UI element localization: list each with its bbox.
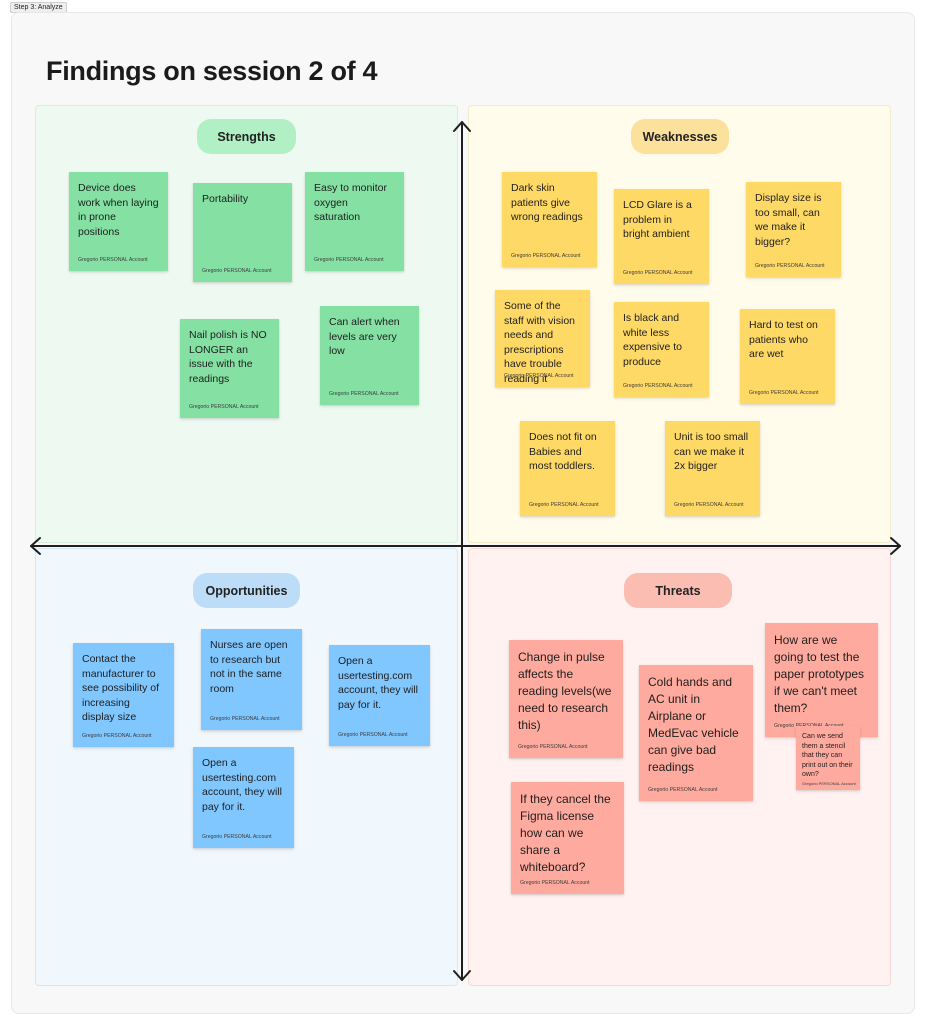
sticky-note[interactable]: Open a usertesting.com account, they wil…	[193, 747, 294, 848]
note-text: Unit is too small can we make it 2x bigg…	[674, 431, 749, 473]
note-author: Gregorio PERSONAL Account	[623, 270, 693, 276]
sticky-note[interactable]: Portability Gregorio PERSONAL Account	[193, 183, 292, 282]
note-author: Gregorio PERSONAL Account	[749, 390, 819, 396]
sticky-note[interactable]: Nail polish is NO LONGER an issue with t…	[180, 319, 279, 418]
note-text: Cold hands and AC unit in Airplane or Me…	[648, 675, 739, 774]
sticky-note[interactable]: Change in pulse affects the reading leve…	[509, 640, 623, 758]
note-author: Gregorio PERSONAL Account	[802, 781, 856, 786]
sticky-note[interactable]: How are we going to test the paper proto…	[765, 623, 878, 737]
note-text: Nurses are open to research but not in t…	[210, 639, 288, 695]
sticky-note[interactable]: If they cancel the Figma license how can…	[511, 782, 624, 894]
note-text: Dark skin patients give wrong readings	[511, 182, 583, 224]
note-author: Gregorio PERSONAL Account	[82, 733, 152, 739]
sticky-note[interactable]: Contact the manufacturer to see possibil…	[73, 643, 174, 747]
sticky-note[interactable]: Does not fit on Babies and most toddlers…	[520, 421, 615, 516]
note-author: Gregorio PERSONAL Account	[674, 502, 744, 508]
note-author: Gregorio PERSONAL Account	[520, 880, 590, 886]
note-text: If they cancel the Figma license how can…	[520, 792, 611, 874]
sticky-note[interactable]: Unit is too small can we make it 2x bigg…	[665, 421, 760, 516]
note-text: Is black and white less expensive to pro…	[623, 312, 682, 368]
sticky-note[interactable]: Is black and white less expensive to pro…	[614, 302, 709, 397]
note-text: Change in pulse affects the reading leve…	[518, 650, 612, 732]
note-text: LCD Glare is a problem in bright ambient	[623, 199, 692, 241]
sticky-note[interactable]: Can we send them a stencil that they can…	[796, 726, 860, 790]
note-author: Gregorio PERSONAL Account	[189, 404, 259, 410]
note-author: Gregorio PERSONAL Account	[78, 257, 148, 263]
note-author: Gregorio PERSONAL Account	[648, 787, 718, 793]
note-text: Open a usertesting.com account, they wil…	[202, 757, 282, 813]
note-author: Gregorio PERSONAL Account	[202, 834, 272, 840]
note-text: Device does work when laying in prone po…	[78, 182, 159, 238]
note-text: Hard to test on patients who are wet	[749, 319, 818, 361]
note-text: Portability	[202, 193, 249, 205]
note-author: Gregorio PERSONAL Account	[202, 268, 272, 274]
sticky-note[interactable]: Some of the staff with vision needs and …	[495, 290, 590, 387]
opportunities-header[interactable]: Opportunities	[193, 573, 300, 608]
note-author: Gregorio PERSONAL Account	[623, 383, 693, 389]
note-text: Some of the staff with vision needs and …	[504, 300, 576, 385]
note-text: Nail polish is NO LONGER an issue with t…	[189, 329, 267, 385]
note-text: Easy to monitor oxygen saturation	[314, 182, 387, 224]
note-text: How are we going to test the paper proto…	[774, 633, 865, 715]
note-author: Gregorio PERSONAL Account	[314, 257, 384, 263]
note-author: Gregorio PERSONAL Account	[504, 373, 574, 379]
sticky-note[interactable]: Can alert when levels are very low Grego…	[320, 306, 419, 405]
threats-header[interactable]: Threats	[624, 573, 732, 608]
sticky-note[interactable]: Cold hands and AC unit in Airplane or Me…	[639, 665, 753, 801]
sticky-note[interactable]: Easy to monitor oxygen saturation Gregor…	[305, 172, 404, 271]
note-author: Gregorio PERSONAL Account	[329, 391, 399, 397]
board-title[interactable]: Findings on session 2 of 4	[46, 56, 378, 86]
note-author: Gregorio PERSONAL Account	[210, 716, 280, 722]
note-text: Open a usertesting.com account, they wil…	[338, 655, 418, 711]
weaknesses-header[interactable]: Weaknesses	[631, 119, 729, 154]
note-author: Gregorio PERSONAL Account	[338, 732, 408, 738]
note-text: Can we send them a stencil that they can…	[802, 733, 853, 778]
sticky-note[interactable]: Hard to test on patients who are wet Gre…	[740, 309, 835, 404]
note-text: Can alert when levels are very low	[329, 316, 400, 358]
note-text: Contact the manufacturer to see possibil…	[82, 653, 160, 724]
note-author: Gregorio PERSONAL Account	[511, 253, 581, 259]
sticky-note[interactable]: Display size is too small, can we make i…	[746, 182, 841, 277]
note-author: Gregorio PERSONAL Account	[518, 744, 588, 750]
sticky-note[interactable]: Device does work when laying in prone po…	[69, 172, 168, 271]
sticky-note[interactable]: LCD Glare is a problem in bright ambient…	[614, 189, 709, 284]
note-author: Gregorio PERSONAL Account	[755, 263, 825, 269]
note-author: Gregorio PERSONAL Account	[529, 502, 599, 508]
note-text: Does not fit on Babies and most toddlers…	[529, 431, 597, 473]
sticky-note[interactable]: Dark skin patients give wrong readings G…	[502, 172, 597, 267]
sticky-note[interactable]: Nurses are open to research but not in t…	[201, 629, 302, 730]
sticky-note[interactable]: Open a usertesting.com account, they wil…	[329, 645, 430, 746]
strengths-header[interactable]: Strengths	[197, 119, 296, 154]
note-text: Display size is too small, can we make i…	[755, 192, 822, 248]
